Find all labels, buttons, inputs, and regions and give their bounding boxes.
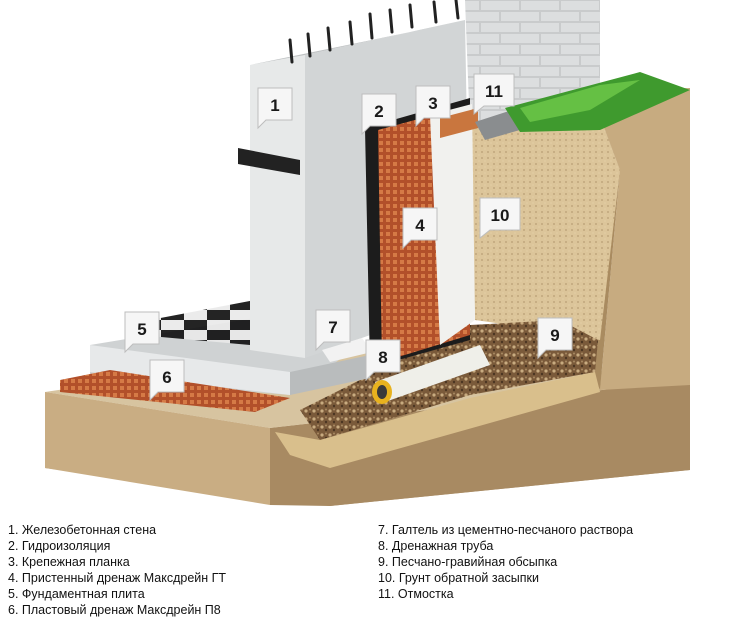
svg-text:9: 9 (550, 326, 559, 345)
legend-item-6: 6. Пластовый дренаж Максдрейн П8 (8, 603, 221, 617)
drain-pipe (372, 345, 490, 404)
legend-column-right: 7. Галтель из цементно-песчаного раствор… (378, 522, 633, 602)
legend-item-2: 2. Гидроизоляция (8, 539, 111, 553)
rebar (288, 0, 460, 64)
legend: 1. Железобетонная стена 2. Гидроизоляция… (0, 522, 744, 622)
wall-profile (238, 148, 300, 175)
cement-fillet (322, 338, 372, 362)
callout-6: 6 (149, 359, 185, 402)
legend-item-5: 5. Фундаментная плита (8, 587, 145, 601)
blind-area (475, 110, 520, 140)
svg-text:3: 3 (428, 94, 437, 113)
foundation-drainage-illustration: 1 2 3 4 5 6 7 8 9 10 11 (45, 0, 690, 506)
callout-10: 10 (479, 197, 521, 240)
legend-item-4: 4. Пристенный дренаж Максдрейн ГТ (8, 571, 227, 585)
svg-text:1: 1 (270, 96, 279, 115)
svg-text:8: 8 (378, 348, 387, 367)
legend-item-8: 8. Дренажная труба (378, 539, 494, 553)
soil-cut (590, 88, 690, 390)
legend-item-11: 11. Отмостка (378, 587, 454, 601)
gravel-bedding (300, 320, 598, 440)
callout-3: 3 (415, 85, 451, 128)
legend-item-9: 9. Песчано-гравийная обсыпка (378, 555, 558, 569)
legend-item-3: 3. Крепежная планка (8, 555, 130, 569)
svg-text:10: 10 (491, 206, 510, 225)
legend-item-1: 1. Железобетонная стена (8, 523, 157, 537)
callout-8: 8 (365, 339, 401, 382)
svg-text:2: 2 (374, 102, 383, 121)
legend-column-left: 1. Железобетонная стена 2. Гидроизоляция… (8, 522, 226, 618)
sand-cushion (275, 372, 600, 468)
membrane-fabric (430, 104, 475, 345)
callout-11: 11 (473, 73, 515, 116)
callout-1: 1 (257, 87, 293, 130)
svg-text:7: 7 (328, 318, 337, 337)
callout-2: 2 (361, 93, 397, 136)
grass-highlight (520, 80, 640, 122)
callout-9: 9 (537, 317, 573, 360)
svg-text:6: 6 (162, 368, 171, 387)
callout-7: 7 (315, 309, 351, 352)
svg-text:11: 11 (485, 82, 503, 101)
sand-backfill-texture (470, 90, 620, 340)
legend-item-10: 10. Грунт обратной засыпки (378, 571, 539, 585)
callout-5: 5 (124, 311, 160, 354)
legend-item-7: 7. Галтель из цементно-песчаного раствор… (378, 523, 634, 537)
svg-text:4: 4 (415, 216, 425, 235)
callout-4: 4 (402, 207, 438, 250)
svg-text:5: 5 (137, 320, 146, 339)
